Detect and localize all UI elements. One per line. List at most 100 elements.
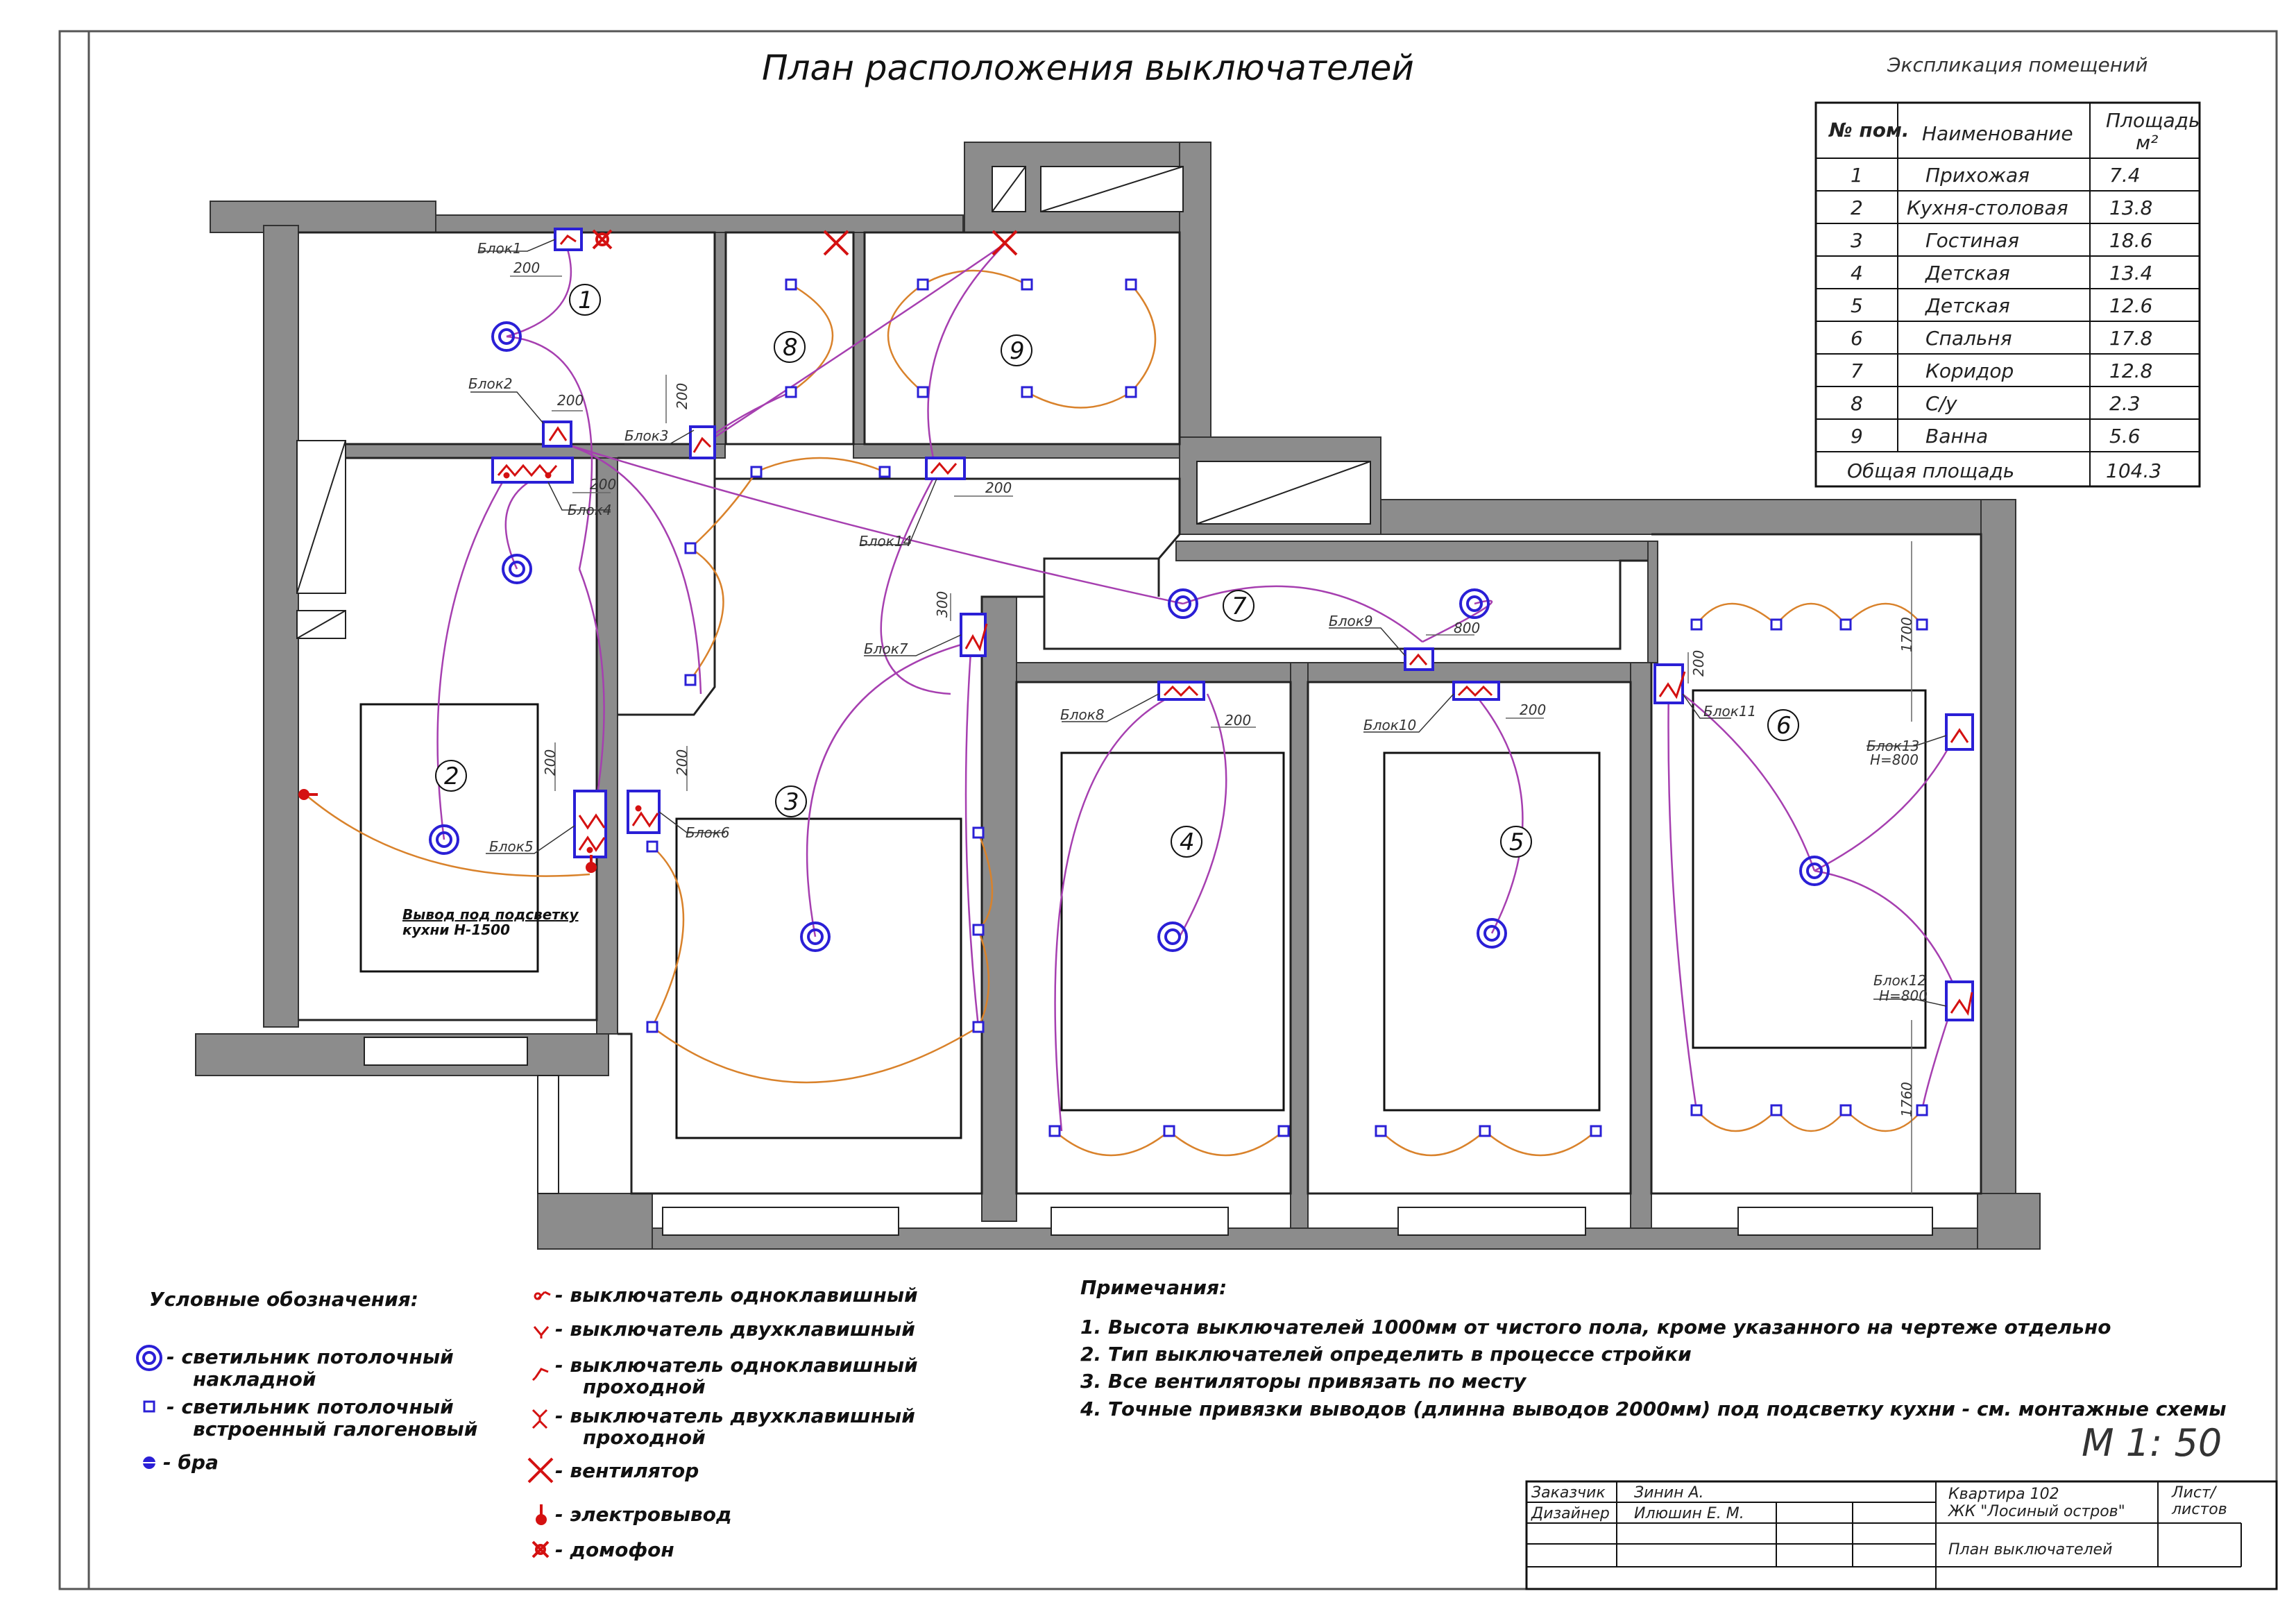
halogen-icon [1479, 1125, 1491, 1137]
outlet-icon [536, 1504, 547, 1525]
room-marker [569, 284, 601, 316]
row-num: 5 [1851, 294, 1863, 317]
wall [1630, 662, 1652, 1229]
wire [704, 241, 1007, 445]
room-marker [1223, 590, 1255, 622]
halogen-icon [972, 924, 985, 936]
room-number: 1 [578, 287, 593, 314]
floor-plan: 1 2 3 4 5 6 7 8 9 Блок1 Блок2 Блок3 Блок… [195, 142, 2041, 1250]
block-label: Блок5 [489, 838, 534, 855]
notes: Примечания: 1. Высота выключателей 1000м… [1080, 1276, 2227, 1420]
leader-line [864, 634, 962, 656]
fan-icon [823, 230, 849, 256]
wall [1380, 499, 2016, 535]
wire [1814, 731, 1958, 872]
switch-dot [586, 847, 593, 853]
halogen-icon [1690, 1104, 1703, 1116]
halogen-icon [785, 278, 797, 291]
dim-label: 300 [934, 591, 951, 618]
room-outline [298, 457, 598, 1021]
leader-line [1682, 693, 1731, 719]
halogen-icon [1125, 278, 1137, 291]
leader-line [860, 478, 937, 545]
room-marker [435, 760, 467, 792]
customer-label: Заказчик [1531, 1484, 1606, 1502]
block-label: Блок1 [477, 240, 522, 257]
block-8-icon [1157, 681, 1205, 701]
halogen-icon [1770, 618, 1783, 631]
switch-dot [635, 805, 642, 812]
row-area: 5.6 [2109, 425, 2141, 448]
ceiling-lamp-icon [136, 1345, 162, 1371]
row-num: 6 [1851, 327, 1863, 350]
wire [806, 640, 972, 937]
legend: Условные обозначения: - светильник потол… [136, 1284, 918, 1561]
dim-label: 200 [1520, 702, 1546, 718]
room-outline [724, 231, 855, 445]
leader-line [479, 239, 556, 252]
row-area: 12.6 [2109, 294, 2152, 317]
legend-label: - светильник потолочный [167, 1345, 454, 1368]
window-mark [992, 166, 1026, 212]
switch-single-pass-icon [532, 1368, 549, 1382]
wire [565, 443, 702, 695]
leader-line [547, 482, 611, 511]
wall [1016, 662, 1291, 683]
dim-label: 200 [1225, 712, 1251, 729]
wire [756, 457, 885, 473]
wire [1667, 683, 1698, 1111]
block-label: Блок2 [468, 375, 513, 392]
wire [964, 641, 980, 1028]
block-1-icon [554, 228, 583, 251]
leader-line [470, 391, 544, 424]
row-name: Детская [1924, 262, 2010, 284]
room-outline [298, 231, 716, 445]
room-marker [1767, 709, 1799, 741]
title-block-border [1525, 1480, 2278, 1590]
halogen-icon [1916, 1104, 1928, 1116]
legend-label: встроенный галогеновый [193, 1418, 477, 1441]
room-marker [774, 331, 806, 363]
notes-title: Примечания: [1080, 1276, 1227, 1299]
block-13-icon [1945, 713, 1974, 751]
wire [1776, 1110, 1846, 1132]
legend-label: - вентилятор [555, 1459, 699, 1482]
halogen-icon [684, 542, 697, 554]
leader-line [1329, 627, 1406, 656]
total-value: 104.3 [2106, 459, 2161, 482]
wire [977, 832, 994, 931]
window-mark [1040, 166, 1184, 212]
wire [1178, 693, 1227, 937]
window-diagonals [296, 166, 1371, 639]
legend-label: - светильник потолочный [167, 1395, 454, 1418]
ceiling-lamp-icon [1459, 588, 1490, 619]
room-outline [1043, 559, 1648, 650]
wall [1980, 499, 2016, 1250]
block-14-icon [925, 457, 966, 480]
switch-blocks [491, 228, 1974, 1021]
switch-single-icon [534, 1291, 551, 1300]
halogen-icon [1125, 386, 1137, 398]
ceiling-box [1383, 751, 1601, 1112]
wire [1696, 1110, 1777, 1132]
room-number: 2 [444, 763, 459, 790]
halogen-icon [972, 826, 985, 839]
header-unit: м² [2136, 131, 2158, 154]
leaders [470, 239, 1947, 1007]
legend-label: - выключатель одноклавишный [555, 1354, 918, 1377]
wall [1175, 541, 1649, 561]
block-label: Блок10 [1363, 717, 1416, 733]
block-label: Блок4 [568, 502, 612, 518]
note-item: 1. Высота выключателей 1000мм от чистого… [1080, 1316, 2111, 1339]
legend-label: - бра [163, 1451, 219, 1474]
halogen-icon [1839, 618, 1852, 631]
room-numbers: 1 2 3 4 5 6 7 8 9 [435, 284, 1799, 858]
wire [1182, 585, 1423, 643]
table-row: 9 Ванна 5.6 [1851, 425, 2141, 448]
wire [652, 1026, 979, 1084]
wire [927, 242, 1007, 473]
wire [790, 283, 834, 393]
window [1051, 1207, 1229, 1236]
row-area: 13.8 [2109, 196, 2152, 219]
ceiling-lamp-icon [502, 554, 532, 584]
